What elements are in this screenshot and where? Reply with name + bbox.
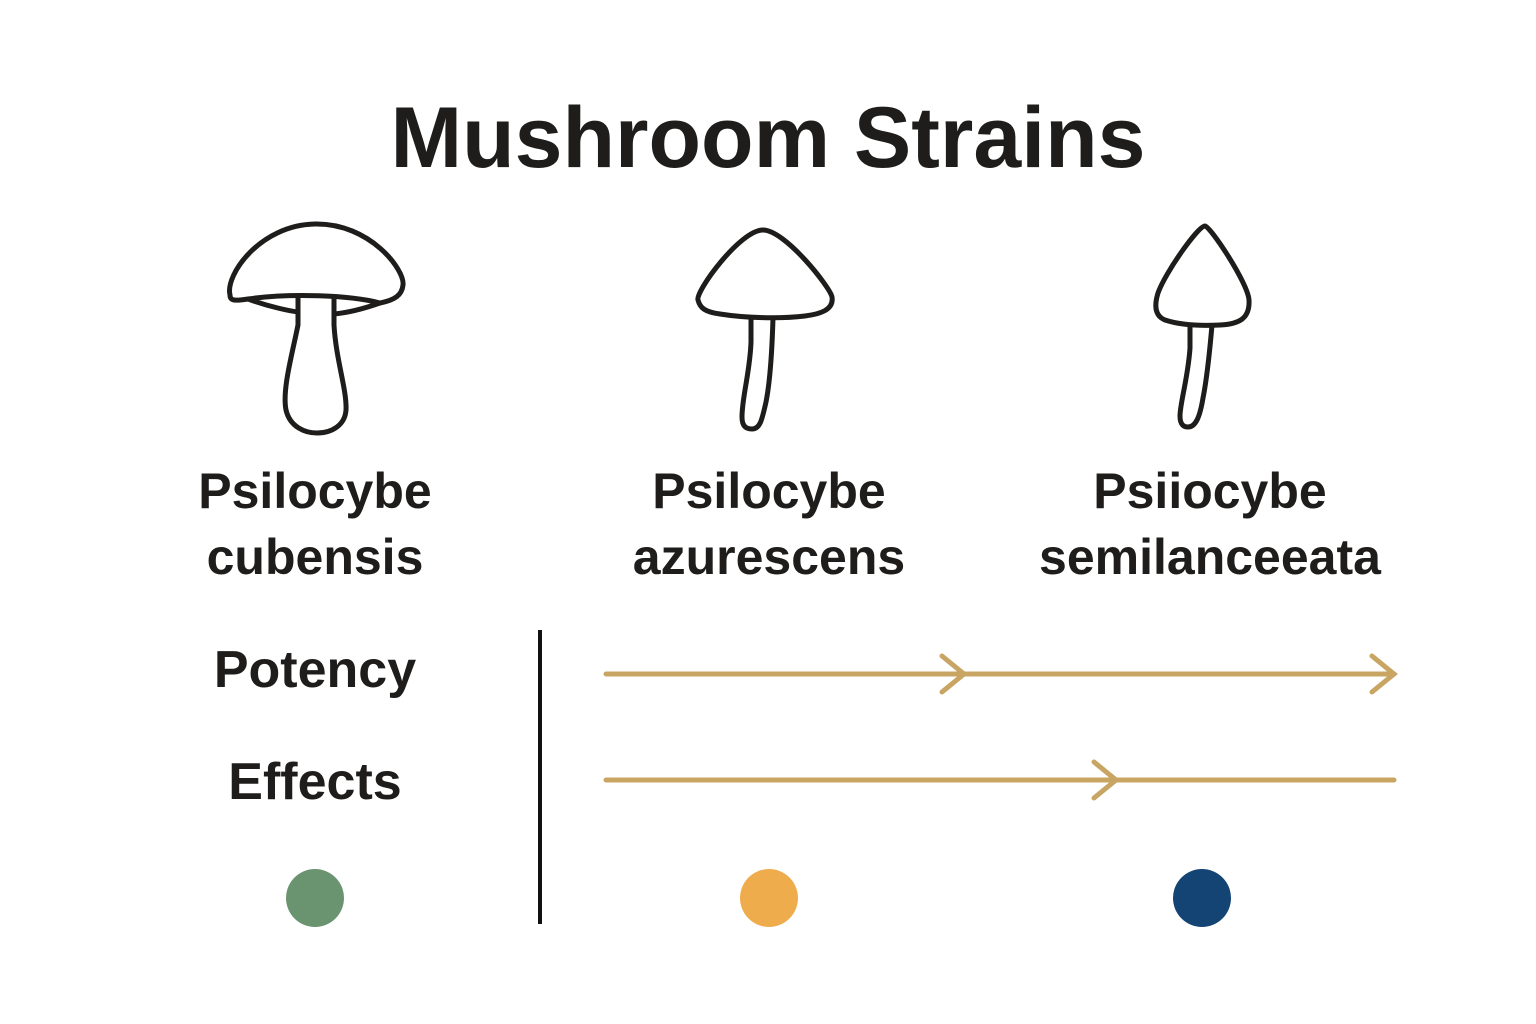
strain-name-semilanceata: Psiiocybe semilanceeata (1039, 463, 1381, 585)
legend-dot-green (286, 869, 344, 927)
strain-name-azurescens: Psilocybe azurescens (632, 463, 906, 585)
vertical-divider (538, 630, 542, 924)
mushroom-conical-cap-icon (695, 227, 835, 432)
potency-arrow (603, 653, 1398, 695)
legend-dot-orange (740, 869, 798, 927)
row-label-effects: Effects (228, 753, 402, 811)
row-label-potency: Potency (213, 641, 417, 699)
legend-dot-navy (1173, 869, 1231, 927)
strain-name-cubensis: Psilocybe cubensis (198, 463, 432, 585)
effects-arrow (603, 759, 1397, 801)
mushroom-pointed-cap-icon (1153, 223, 1252, 430)
page-title: Mushroom Strains (390, 90, 1146, 186)
mushroom-rounded-cap-icon (227, 221, 406, 436)
